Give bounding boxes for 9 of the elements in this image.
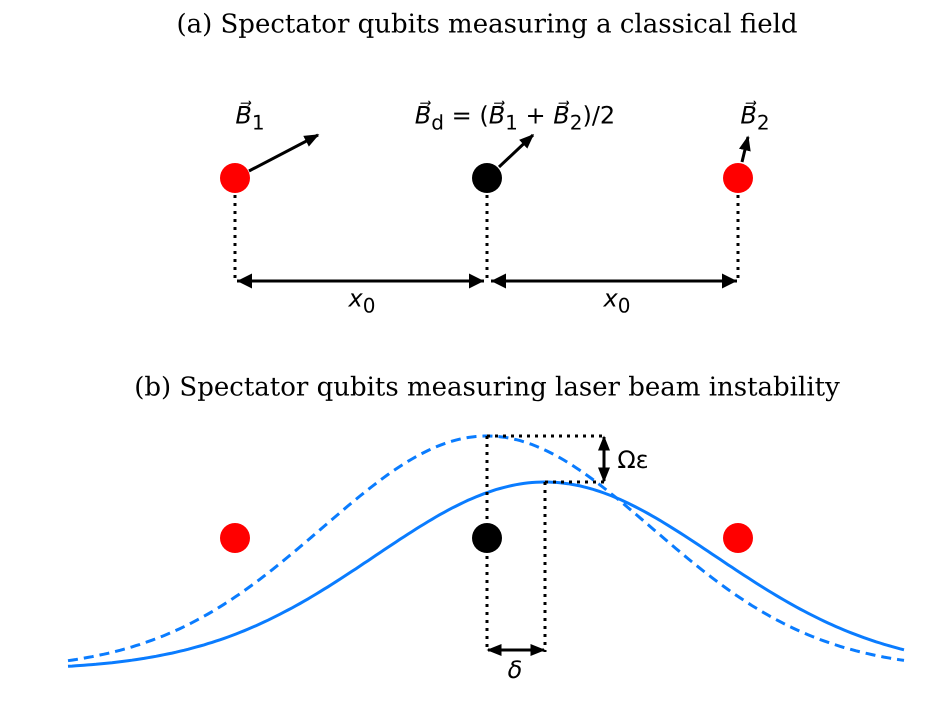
- dimension-label: Ωε: [617, 446, 649, 474]
- panel-title: (b) Spectator qubits measuring laser beam instability: [134, 374, 840, 402]
- vector-label: B⃗$_{1}$: [235, 102, 265, 134]
- dimension-label: δ: [508, 656, 522, 684]
- vector-label: B⃗$_{2}$: [740, 102, 770, 134]
- dimension-label: x$_{0}$: [604, 286, 630, 316]
- dimension-label: x$_{0}$: [348, 286, 376, 316]
- equation-label: B⃗$_{d}$ = (B⃗$_{1}$ + B⃗$_{2}$)/2: [414, 102, 616, 134]
- panel-title: (a) Spectator qubits measuring a classical field: [176, 10, 798, 40]
